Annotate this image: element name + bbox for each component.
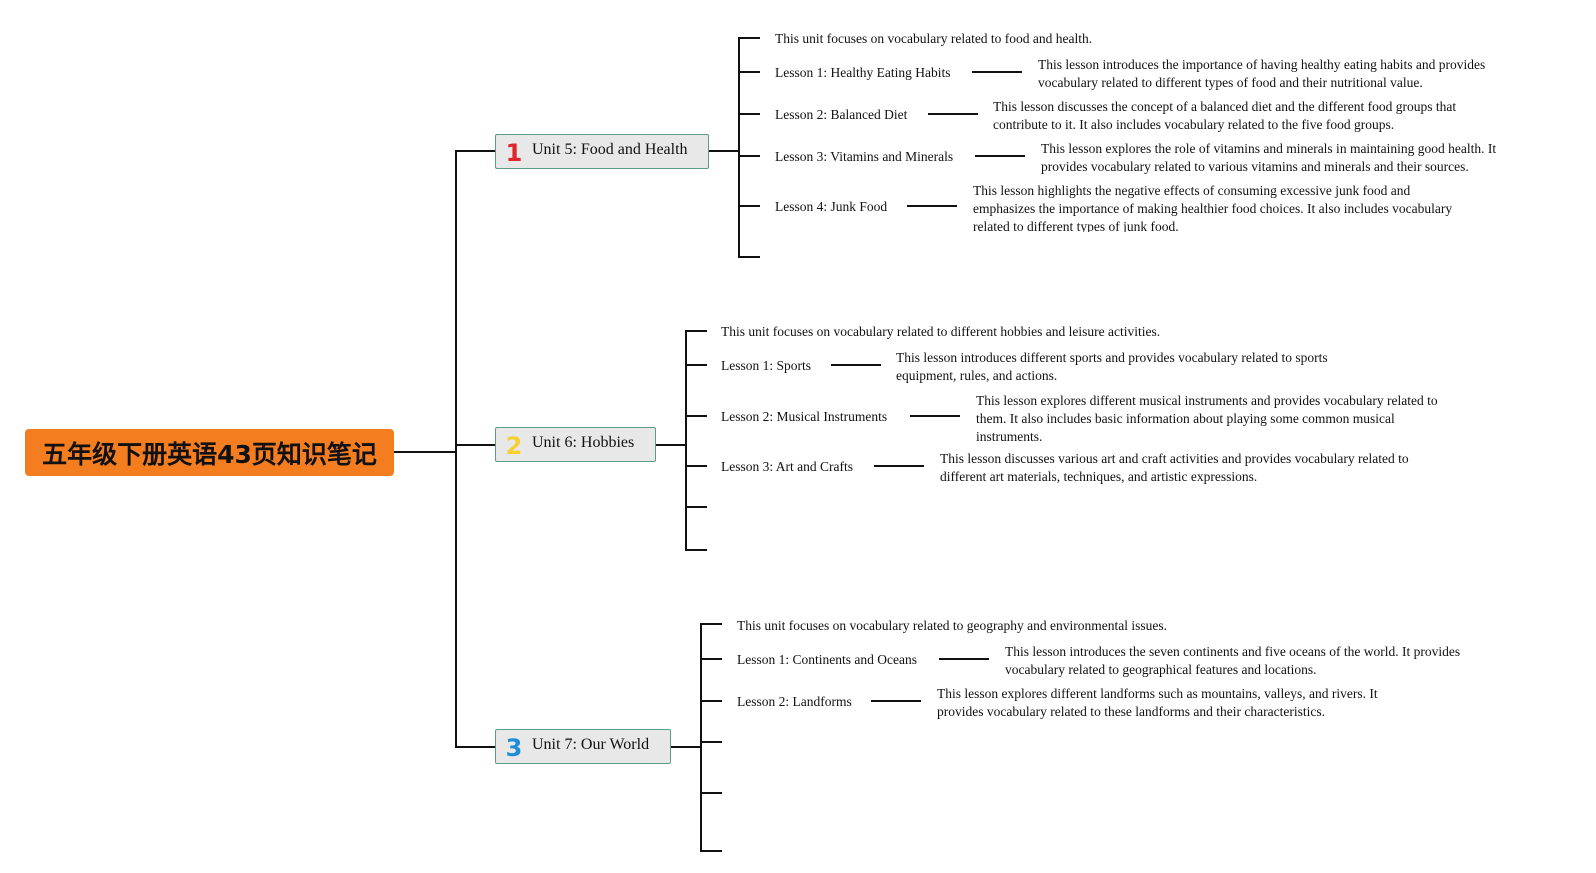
root-title: 五年级下册英语43页知识笔记 <box>42 439 377 469</box>
lesson-topic[interactable]: Lesson 1: Healthy Eating Habits <box>775 65 951 80</box>
lesson-topic[interactable]: Lesson 2: Musical Instruments <box>721 409 888 424</box>
lesson-topic[interactable]: Lesson 2: Balanced Diet <box>775 107 908 122</box>
lesson-description[interactable]: This lesson introduces the importance of… <box>1038 57 1486 90</box>
unit-title: Unit 5: Food and Health <box>532 140 688 158</box>
unit-title: Unit 7: Our World <box>532 735 650 753</box>
lesson-topic[interactable]: Lesson 1: Sports <box>721 358 812 373</box>
root-topic[interactable]: 五年级下册英语43页知识笔记 <box>25 429 394 476</box>
lesson-description[interactable]: This lesson introduces different sports … <box>896 350 1328 383</box>
number-two-icon: 2 <box>505 431 523 460</box>
lesson-topic[interactable]: Lesson 2: Landforms <box>737 694 852 709</box>
unit-topic-our-world[interactable]: 3 Unit 7: Our World <box>495 729 671 764</box>
lesson-topic[interactable]: Lesson 3: Vitamins and Minerals <box>775 149 954 164</box>
number-one-icon: 1 <box>505 138 523 167</box>
lesson-description[interactable]: This lesson explores different musical i… <box>976 393 1438 442</box>
lesson-description[interactable]: This lesson discusses various art and cr… <box>940 451 1409 484</box>
number-three-icon: 3 <box>505 733 523 762</box>
lesson-topic[interactable]: Lesson 1: Continents and Oceans <box>737 652 917 667</box>
lesson-description[interactable]: This lesson introduces the seven contine… <box>1005 644 1461 677</box>
lesson-description[interactable]: This lesson explores different landforms… <box>937 686 1378 719</box>
unit-summary[interactable]: This unit focuses on vocabulary related … <box>721 324 1161 339</box>
unit-title: Unit 6: Hobbies <box>532 433 635 451</box>
lesson-topic[interactable]: Lesson 4: Junk Food <box>775 199 888 214</box>
lesson-description[interactable]: This lesson discusses the concept of a b… <box>993 99 1457 132</box>
unit-summary[interactable]: This unit focuses on vocabulary related … <box>737 618 1168 633</box>
unit-topic-hobbies[interactable]: 2 Unit 6: Hobbies <box>495 427 656 462</box>
unit-summary[interactable]: This unit focuses on vocabulary related … <box>775 31 1093 46</box>
lesson-description[interactable]: This lesson highlights the negative effe… <box>973 183 1453 232</box>
lesson-topic[interactable]: Lesson 3: Art and Crafts <box>721 459 853 474</box>
unit-topic-food-and-health[interactable]: 1 Unit 5: Food and Health <box>495 134 709 169</box>
lesson-description[interactable]: This lesson explores the role of vitamin… <box>1041 141 1497 174</box>
